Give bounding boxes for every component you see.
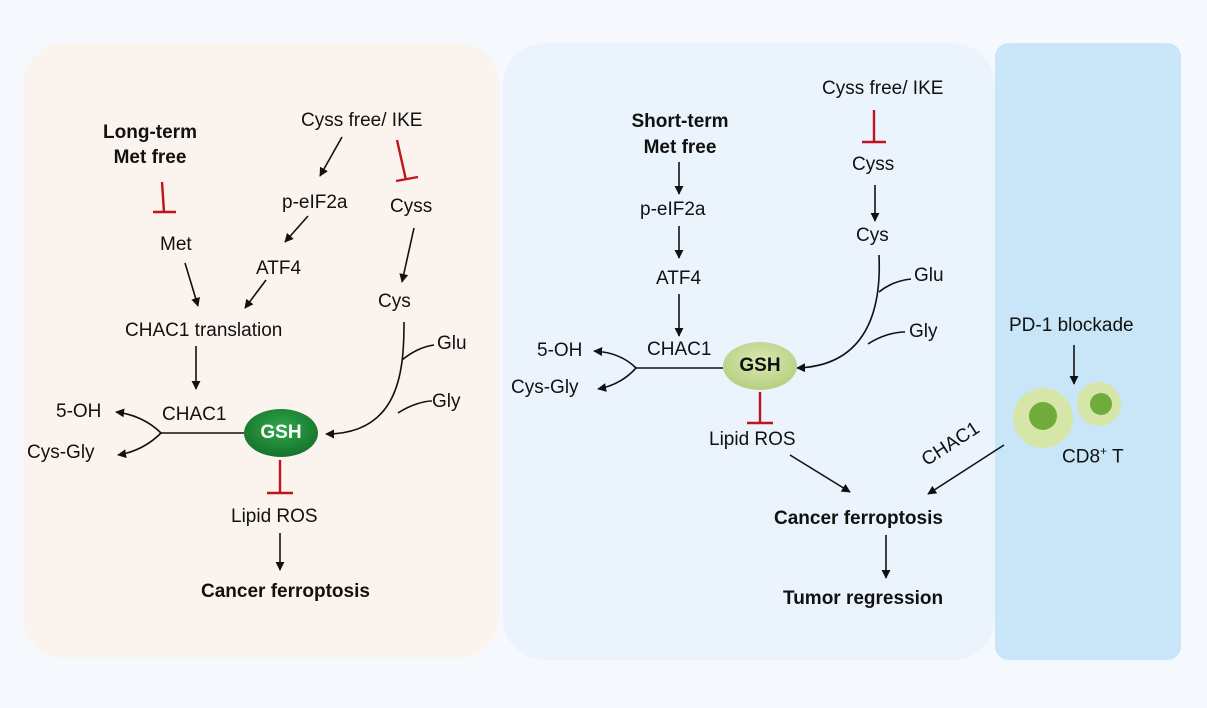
right-cd8-base: CD8: [1062, 446, 1101, 468]
right-cd8: CD8+ T: [1062, 440, 1124, 468]
arrow-cyss-cys: [399, 227, 415, 283]
arrow-peif2a-atf4: [284, 215, 309, 243]
inhibit-cyss-bar: [395, 175, 419, 183]
left-glu: Glu: [437, 333, 467, 354]
line-gly-mid: [867, 331, 906, 345]
arrow-met-chac1: [184, 262, 200, 307]
mid-final: Tumor regression: [783, 588, 944, 609]
left-outcome: Cancer ferroptosis: [201, 581, 370, 602]
left-condition-line2: Met free: [113, 147, 187, 168]
left-lipid-ros: Lipid ROS: [231, 506, 318, 527]
cd8-cell-small-nucleus: [1090, 393, 1112, 415]
mid-chac1: CHAC1: [647, 339, 712, 360]
mid-5oh: 5-OH: [537, 340, 583, 361]
mid-lipid-ros: Lipid ROS: [709, 429, 796, 450]
arrow-to-5oh: [115, 408, 162, 434]
mid-cys: Cys: [856, 225, 889, 246]
gsh-node-middle: [723, 342, 797, 390]
left-5oh: 5-OH: [56, 401, 102, 422]
left-cys: Cys: [378, 291, 411, 312]
mid-glu: Glu: [914, 265, 944, 286]
inhibit-cyss-stem: [395, 139, 408, 181]
left-panel-bg: [23, 43, 499, 658]
arrow-cd8-ferroptosis: [927, 444, 1005, 495]
mid-condition-line1: Short-term: [631, 111, 729, 132]
arrow-lipidros-ferroptosis-mid: [789, 454, 851, 493]
right-panel-bg: [995, 43, 1181, 660]
arrow-atf4-chac1: [244, 279, 267, 309]
mid-gsh-label: GSH: [739, 355, 781, 376]
arrow-to-cysgly: [117, 432, 162, 459]
mid-cys-gly: Cys-Gly: [511, 377, 579, 398]
line-glu-mid: [878, 278, 912, 293]
mid-cyss-free: Cyss free/ IKE: [822, 78, 944, 99]
arrow-to-cysgly-mid: [597, 367, 637, 392]
right-cd8-suffix: T: [1107, 446, 1124, 468]
left-cyss: Cyss: [390, 196, 433, 217]
left-gsh-label: GSH: [260, 422, 302, 443]
arrow-to-5oh-mid: [593, 346, 637, 369]
left-cys-gly: Cys-Gly: [27, 442, 95, 463]
left-cyss-free: Cyss free/ IKE: [301, 110, 423, 131]
line-glu: [401, 344, 435, 361]
left-condition-line1: Long-term: [103, 122, 197, 143]
mid-condition-line2: Met free: [643, 137, 717, 158]
right-pd1: PD-1 blockade: [1009, 315, 1134, 336]
arrow-cys-gsh: [325, 321, 405, 439]
left-met: Met: [160, 234, 192, 255]
cd8-cell-large-nucleus: [1029, 402, 1057, 430]
left-chac1: CHAC1: [162, 404, 227, 425]
left-peif2a: p-eIF2a: [282, 192, 348, 213]
line-gly: [397, 400, 433, 414]
left-chac1-translation: CHAC1 translation: [125, 320, 283, 341]
right-cd8-sup: +: [1100, 444, 1108, 458]
inhibit-met-stem: [160, 181, 166, 213]
mid-atf4: ATF4: [656, 268, 702, 289]
left-gly: Gly: [432, 391, 461, 412]
arrow-cyssfree-peif2a: [319, 136, 343, 177]
mid-gly: Gly: [909, 321, 938, 342]
gsh-node-left: [244, 409, 318, 457]
mid-cyss: Cyss: [852, 154, 895, 175]
arrow-cys-gsh-mid: [796, 254, 881, 373]
mid-outcome: Cancer ferroptosis: [774, 508, 943, 529]
left-atf4: ATF4: [256, 258, 302, 279]
mid-peif2a: p-eIF2a: [640, 199, 706, 220]
